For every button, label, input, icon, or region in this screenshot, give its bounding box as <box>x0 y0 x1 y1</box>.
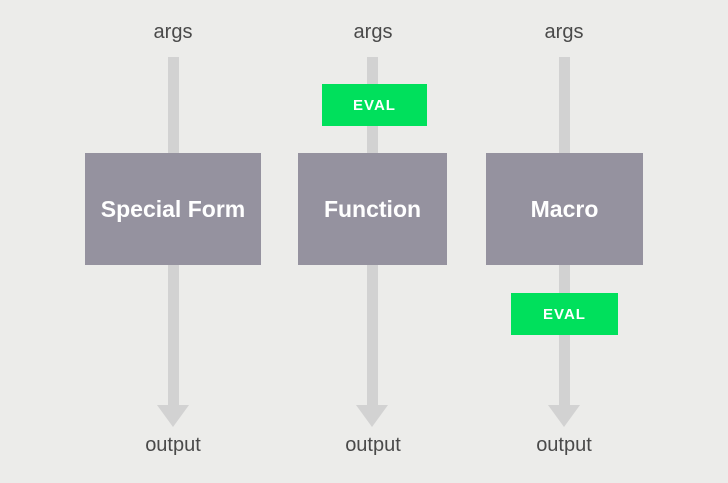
special-form-box: Special Form <box>85 153 261 265</box>
args-label-macro: args <box>544 21 584 43</box>
eval-badge-after-macro: EVAL <box>511 293 618 335</box>
macro-box-title: Macro <box>530 195 599 222</box>
eval-badge-before-function: EVAL <box>322 84 427 126</box>
output-label-function: output <box>345 434 401 456</box>
eval-badge-label: EVAL <box>543 305 586 323</box>
arrowhead-icon-macro <box>548 405 580 427</box>
output-label-special-form: output <box>145 434 201 456</box>
arrowhead-icon-function <box>356 405 388 427</box>
args-label-function: args <box>353 21 393 43</box>
function-box-title: Function <box>323 195 422 222</box>
args-label-special-form: args <box>153 21 193 43</box>
eval-badge-label: EVAL <box>353 96 396 114</box>
arrowhead-icon-special-form <box>157 405 189 427</box>
function-box: Function <box>298 153 447 265</box>
output-label-macro: output <box>536 434 592 456</box>
special-form-box-title: Special Form <box>100 195 246 222</box>
macro-box: Macro <box>486 153 643 265</box>
